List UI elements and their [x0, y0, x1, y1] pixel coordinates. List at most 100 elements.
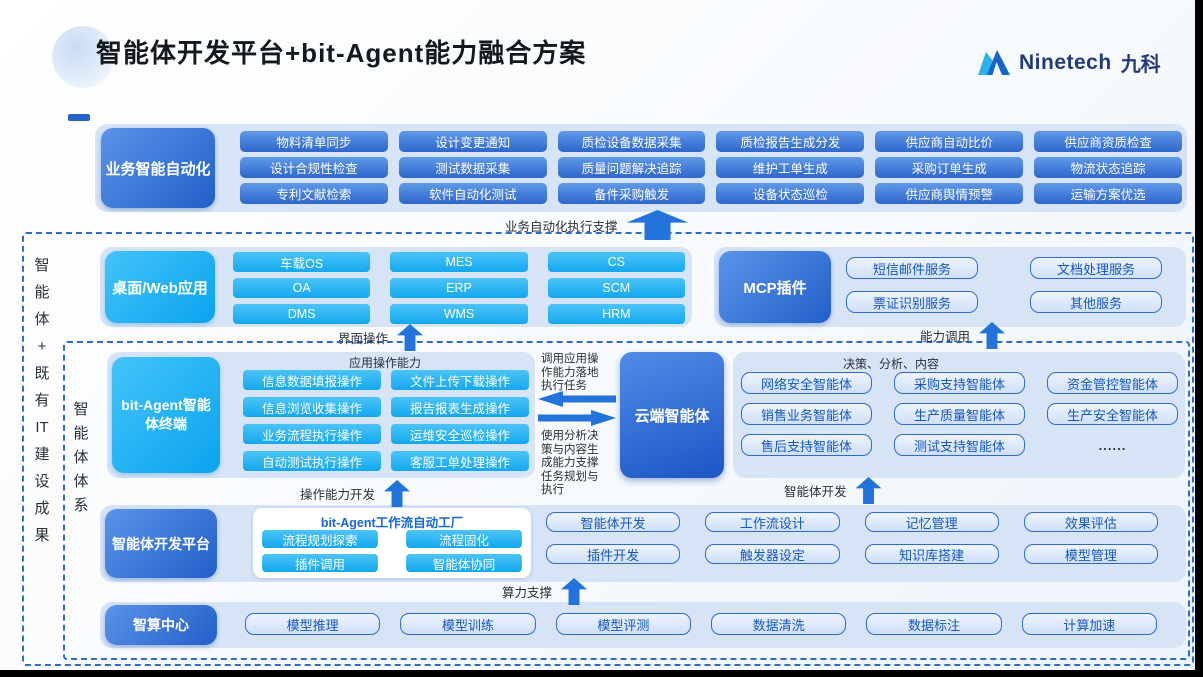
platform-feature-chip: 工作流设计: [705, 512, 840, 532]
cloud-agent-chip: 售后支持智能体: [741, 434, 872, 456]
mcp-service-chip: 文档处理服务: [1030, 257, 1162, 279]
outer-frame-label-char: 果: [34, 527, 50, 544]
outer-frame-label-char: 设: [34, 473, 50, 490]
cloud-agents-header: 决策、分析、内容: [842, 357, 939, 371]
terminal-header: 应用操作能力: [348, 356, 421, 370]
title-deco-circle: [52, 26, 114, 88]
logo-brand-cn-text: 九科: [1120, 54, 1161, 76]
terminal-grid: 信息数据填报操作文件上传下载操作信息浏览收集操作报告报表生成操作业务流程执行操作…: [243, 370, 529, 471]
outer-frame-label-char: 有: [34, 392, 50, 409]
inner-frame-label-char: 系: [73, 497, 89, 514]
factory-feature-chip: 插件调用: [262, 554, 378, 572]
flow-ui-operation: 界面操作: [338, 324, 424, 351]
platform-feature-chip: 效果评估: [1023, 512, 1158, 532]
business-task-chip: 物料清单同步: [240, 131, 388, 152]
factory-feature-chip: 流程固化: [406, 530, 522, 548]
business-task-chip: 采购订单生成: [875, 157, 1024, 178]
flow-business-support: 业务自动化执行支撑: [505, 210, 689, 240]
business-task-chip: 供应商资质检查: [1034, 131, 1182, 152]
mcp-service-chip: 短信邮件服务: [846, 257, 978, 279]
flow-agent-dev: 智能体开发: [784, 477, 882, 504]
flow-ui-operation-label: 界面操作: [338, 332, 389, 346]
platform-label: 智能体开发平台: [105, 509, 217, 578]
outer-frame-label-char: 能: [34, 284, 50, 301]
outer-frame-label-char: 既: [34, 365, 50, 382]
platform-feature-chip: 知识库搭建: [864, 544, 999, 564]
business-automation-label: 业务智能自动化: [101, 128, 215, 208]
outer-frame-label-char: +: [37, 338, 47, 355]
flow-operation-dev-label: 操作能力开发: [300, 488, 376, 502]
app-chip: DMS: [233, 304, 371, 324]
flow-capability-call: 能力调用: [920, 322, 1006, 349]
business-task-chip: 软件自动化测试: [398, 183, 547, 204]
business-task-chip: 质检设备数据采集: [557, 131, 706, 152]
compute-feature-chip: 数据清洗: [710, 613, 847, 635]
flow-agent-dev-label: 智能体开发: [784, 485, 847, 499]
inner-frame-vertical-label: 智能体体系: [63, 398, 99, 518]
title-accent-dash: [68, 114, 90, 121]
terminal-capability-chip: 自动测试执行操作: [243, 451, 381, 471]
workflow-factory-title: bit-Agent工作流自动工厂: [320, 516, 464, 530]
cloud-agent-chip: 测试支持智能体: [894, 434, 1025, 456]
workflow-factory-grid: 流程规划探索 流程固化插件调用 智能体协同: [262, 530, 522, 572]
cloud-agent-chip: 销售业务智能体: [741, 403, 872, 425]
business-task-chip: 测试数据采集: [398, 157, 547, 178]
terminal-capability-chip: 客服工单处理操作: [391, 451, 529, 471]
platform-feature-chip: 模型管理: [1023, 544, 1158, 564]
inner-frame-label-char: 能: [73, 425, 89, 442]
flow-operation-dev: 操作能力开发: [300, 480, 411, 507]
compute-feature-chip: 计算加速: [1021, 613, 1157, 635]
app-chip: HRM: [547, 304, 685, 324]
logo-brand-text: Ninetech: [1019, 50, 1112, 74]
app-chip: CS: [547, 252, 685, 272]
business-automation-grid: 物料清单同步设计变更通知质检设备数据采集质检报告生成分发供应商自动比价供应商资质…: [240, 131, 1182, 204]
screen-edge-bottom: [0, 670, 1203, 677]
outer-frame-label-char: 智: [34, 257, 50, 274]
business-task-chip: 质量问题解决追踪: [557, 157, 706, 178]
inner-frame-label-char: 体: [73, 473, 89, 490]
platform-feature-chip: 智能体开发: [546, 512, 681, 532]
desktop-web-label: 桌面/Web应用: [105, 251, 215, 323]
flow-business-support-label: 业务自动化执行支撑: [505, 219, 618, 234]
outer-frame-label-char: IT: [35, 419, 49, 436]
inner-dashed-frame: [63, 341, 1190, 660]
outer-frame-label-char: 建: [34, 446, 50, 463]
outer-frame-label-char: 成: [34, 500, 50, 517]
business-task-chip: 供应商舆情预警: [875, 183, 1024, 204]
platform-feature-chip: 插件开发: [546, 544, 681, 564]
cloud-agent-chip: 资金管控智能体: [1047, 372, 1178, 394]
page-title: 智能体开发平台+bit-Agent能力融合方案: [96, 38, 587, 68]
compute-center-label: 智算中心: [105, 605, 217, 645]
app-chip: ERP: [390, 278, 528, 298]
terminal-capability-chip: 运维安全巡检操作: [391, 424, 529, 444]
terminal-capability-chip: 信息浏览收集操作: [243, 397, 381, 417]
business-task-chip: 专利文献检索: [240, 183, 388, 204]
up-arrow-icon: [397, 324, 424, 351]
business-task-chip: 设备状态巡检: [716, 183, 865, 204]
platform-grid: 智能体开发工作流设计记忆管理效果评估插件开发触发器设定知识库搭建模型管理: [546, 512, 1158, 564]
flow-computing-support: 算力支撑: [502, 578, 588, 605]
compute-feature-chip: 数据标注: [866, 613, 1002, 635]
compute-feature-chip: 模型评测: [555, 613, 691, 635]
terminal-capability-chip: 信息数据填报操作: [243, 370, 381, 390]
mcp-service-chip: 其他服务: [1030, 291, 1162, 313]
business-task-chip: 运输方案优选: [1034, 183, 1182, 204]
factory-feature-chip: 流程规划探索: [262, 530, 378, 548]
factory-feature-chip: 智能体协同: [406, 554, 522, 572]
business-task-chip: 设计合规性检查: [240, 157, 388, 178]
terminal-capability-chip: 报告报表生成操作: [391, 397, 529, 417]
cloud-agents-grid: 网络安全智能体采购支持智能体资金管控智能体销售业务智能体生产质量智能体生产安全智…: [741, 372, 1178, 456]
flow-computing-support-label: 算力支撑: [502, 586, 553, 600]
app-chip: SCM: [547, 278, 685, 298]
mcp-grid: 短信邮件服务文档处理服务票证识别服务其他服务: [846, 257, 1162, 313]
flow-capability-call-label: 能力调用: [920, 330, 971, 344]
logo: Ninetech 九科: [976, 48, 1161, 77]
platform-feature-chip: 触发器设定: [705, 544, 840, 564]
app-chip: 车载OS: [233, 252, 371, 272]
middle-link-bottom-text: 使用分析决策与内容生成能力支撑任务规划与执行: [541, 430, 599, 496]
up-arrow-icon: [626, 210, 689, 240]
up-arrow-icon: [561, 578, 588, 605]
up-arrow-icon: [979, 322, 1006, 349]
